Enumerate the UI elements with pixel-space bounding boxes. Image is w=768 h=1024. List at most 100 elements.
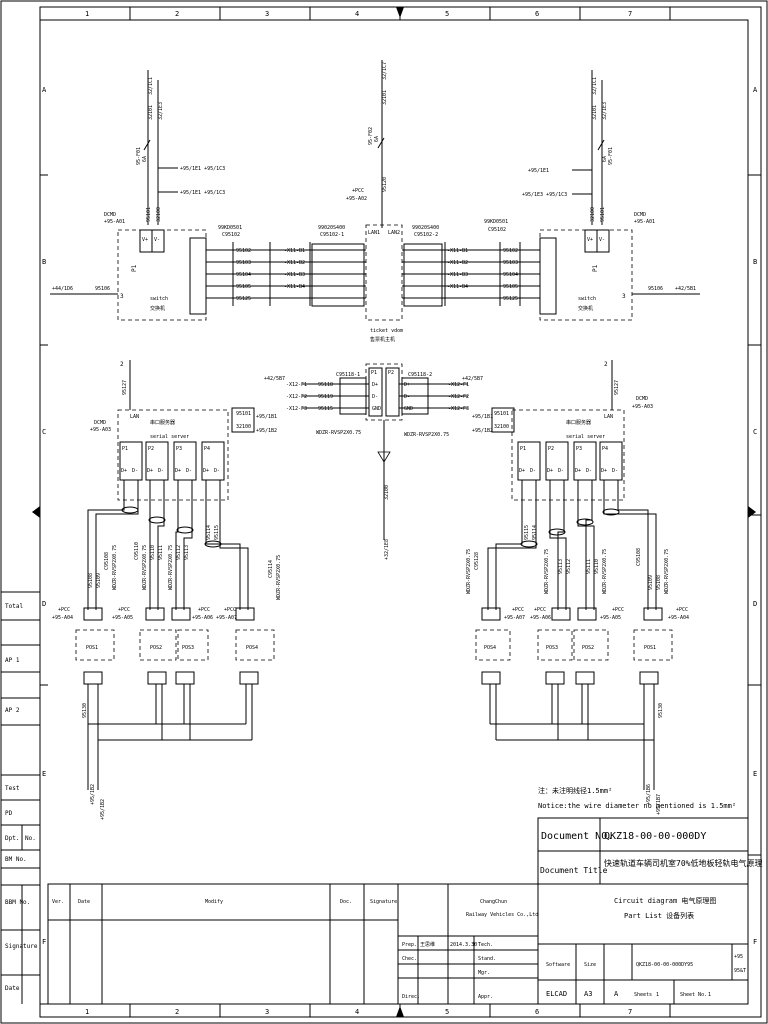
cable-type: WDZR-RVSP2X0.75 <box>168 545 174 590</box>
sheets: 1 <box>656 992 659 998</box>
vdc-minus: V- <box>599 237 605 243</box>
serial-right-title-cn: 串口服务器 <box>566 419 591 426</box>
fuse-left-symbol <box>143 139 151 151</box>
margin-bm-no: BM No. <box>5 856 27 863</box>
center-p1: P1 <box>371 370 377 376</box>
ref-bottom-left-2: +95/1B2 <box>100 799 106 820</box>
fuse-right-id: 95-F01 <box>608 147 614 165</box>
fuse-center-id: 95-F02 <box>368 127 374 145</box>
sheet-no: 1 <box>708 992 711 998</box>
margin-ap2: AP 2 <box>5 707 20 714</box>
row-label: E <box>42 770 46 778</box>
wire: 95115 <box>214 525 220 540</box>
role-mgr: Mgr. <box>478 970 490 976</box>
cable-midleft-ref: C95102-1 <box>320 232 344 238</box>
margin-total: Total <box>5 603 23 610</box>
link-right-2: 32/1C1 <box>592 77 598 95</box>
port: P3 <box>176 446 182 452</box>
serial-left-ref-1: +95/1B1 <box>256 414 277 420</box>
note-en: Notice:the wire diameter no mentioned is… <box>538 802 736 810</box>
wire: 95111 <box>586 559 592 574</box>
cable-midright-code: 99020S400 <box>412 225 439 231</box>
wire: 95105 <box>503 284 518 290</box>
col-label: 3 <box>265 1008 269 1016</box>
note-cn: 注：未注明线径1.5mm² <box>538 786 612 795</box>
ref-right-1: +95/1E1 <box>528 168 549 174</box>
pos-a: +95-A04 <box>52 615 73 621</box>
pcc-center: +PCC <box>352 188 364 194</box>
wire-right-32100: 32100 <box>590 207 596 222</box>
ref-center-bottom: +32/1E8 <box>384 539 390 560</box>
port: P1 <box>520 446 526 452</box>
cable: C95110 <box>134 542 140 560</box>
wire: 95112 <box>566 559 572 574</box>
margin-bbm-no: BBM No. <box>5 899 30 906</box>
vdc-plus: V+ <box>142 237 148 243</box>
serial-right-ref-1: +95/1B1 <box>472 414 493 420</box>
switch-pin-2: 2 <box>604 361 608 368</box>
wire: 95105 <box>236 284 251 290</box>
switch-pin-3: 3 <box>120 293 124 300</box>
switch-right-p1: P1 <box>592 264 599 272</box>
row-label: A <box>753 86 758 94</box>
pcc: +PCC <box>224 607 236 613</box>
cable-type: WDZR-RVSP2X0.75 <box>142 545 148 590</box>
fuse-left-id: 95-F01 <box>136 147 142 165</box>
document-title: 快速轨道车辆司机室70%低地板轻轨电气原理 <box>604 858 762 868</box>
margin-ap1: AP 1 <box>5 657 20 664</box>
cable-right-ref: C95102 <box>488 227 506 233</box>
drawing-area-frame <box>39 19 749 1005</box>
ticket-machine: LAN1 LAN2 ticket vdom 售票机主机 <box>365 224 403 343</box>
a01-right: +95-A01 <box>634 219 655 225</box>
pos-label: POS2 <box>582 645 594 651</box>
size-label: Size <box>584 962 596 968</box>
row-label: C <box>753 428 757 436</box>
sheet-no-label: Sheet No. <box>680 992 707 998</box>
pos-label: POS3 <box>182 645 194 651</box>
term: -X11-B3 <box>284 272 305 278</box>
col-label: 7 <box>628 1008 632 1016</box>
wire: 32100 <box>494 424 509 430</box>
row-label: B <box>42 258 46 266</box>
wire-bottom-right: 95130 <box>658 703 664 718</box>
pos-a: +95-A06 <box>530 615 551 621</box>
role-stand: Stand. <box>478 956 496 962</box>
link-right-1: 32101 <box>592 105 598 120</box>
pin: D- <box>158 468 164 474</box>
switch-right-name-cn: 交换机 <box>578 305 593 312</box>
wire: 95109 <box>648 575 654 590</box>
role-prep: Prep. <box>402 942 417 948</box>
cable-type: WDZR-RVSP2X0.75 <box>276 555 282 600</box>
wire-95127-right: 95127 <box>614 380 620 395</box>
term: -X12-F1 <box>286 382 307 388</box>
fuse-right-rating: 6A <box>602 156 608 162</box>
port: P1 <box>122 446 128 452</box>
row-label: B <box>753 258 757 266</box>
wire: 95110 <box>150 545 156 560</box>
serial-left-title: serial server <box>150 434 189 440</box>
switch-right-95106: 95106 <box>648 286 663 292</box>
col-label: 2 <box>175 10 179 18</box>
wire: 95103 <box>503 260 518 266</box>
doc-code: QKZ18-00-00-000DY95 <box>636 962 693 968</box>
wire: 95112 <box>176 545 182 560</box>
wire: 95108 <box>656 575 662 590</box>
wire: 95104 <box>236 272 251 278</box>
wire: 95111 <box>158 545 164 560</box>
pin: D+ <box>601 468 607 474</box>
center-mark-left <box>32 506 40 518</box>
cable-type-center-right: WDZR-RVSP2X0.75 <box>404 432 449 438</box>
cable-right-code: 99KD0501 <box>484 219 508 225</box>
lan1: LAN1 <box>368 230 380 236</box>
sheet-tag: 95&T <box>734 968 746 974</box>
vdc-plus: V+ <box>587 237 593 243</box>
row-label: A <box>42 86 47 94</box>
column-grid: 1 2 3 4 5 6 7 1 2 3 4 5 6 7 <box>32 7 756 1017</box>
title-block: Document NO. QKZ18-00-00-000DY Document … <box>47 817 762 1005</box>
pos-label: POS2 <box>150 645 162 651</box>
link-left-3: 32/1E3 <box>158 102 164 120</box>
pin: D+ <box>147 468 153 474</box>
fuse-left-rating: 6A <box>142 156 148 162</box>
pin: D+ <box>175 468 181 474</box>
